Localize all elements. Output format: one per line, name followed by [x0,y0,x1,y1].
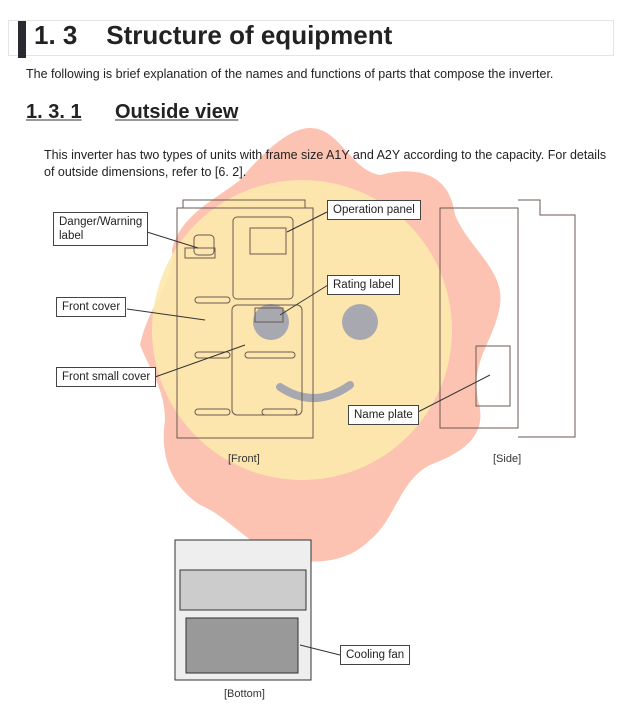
sun-watermark [140,128,501,562]
callout-front-small-cover: Front small cover [56,367,157,387]
callout-operation-panel: Operation panel [327,200,421,220]
side-view-drawing [411,199,576,438]
body-text-line2: of outside dimensions, refer to [6. 2]. [44,165,247,179]
front-view-drawing [126,199,329,439]
callout-text: Danger/Warning [59,216,143,228]
bottom-view-drawing [174,539,341,681]
section-title: Structure of equipment [106,20,393,50]
caption-bottom: [Bottom] [224,688,265,700]
callout-rating-label: Rating label [327,275,400,295]
heading-bar [18,21,26,58]
callout-text: label [59,230,84,242]
subsection-title: Outside view [115,101,239,123]
callout-front-cover: Front cover [56,297,127,317]
caption-side: [Side] [493,453,522,465]
body-text-line1: This inverter has two types of units wit… [44,148,607,162]
callout-name-plate: Name plate [348,405,419,425]
callout-danger-warning-label: Danger/Warning label [53,212,149,246]
subsection-number: 1. 3. 1 [26,101,82,123]
section-number: 1. 3 [34,20,78,50]
section-heading-box [8,20,614,56]
section-heading: 1. 3 Structure of equipment [34,20,392,51]
intro-text: The following is brief explanation of th… [26,67,554,81]
caption-front: [Front] [228,453,260,465]
callout-cooling-fan: Cooling fan [340,645,411,665]
